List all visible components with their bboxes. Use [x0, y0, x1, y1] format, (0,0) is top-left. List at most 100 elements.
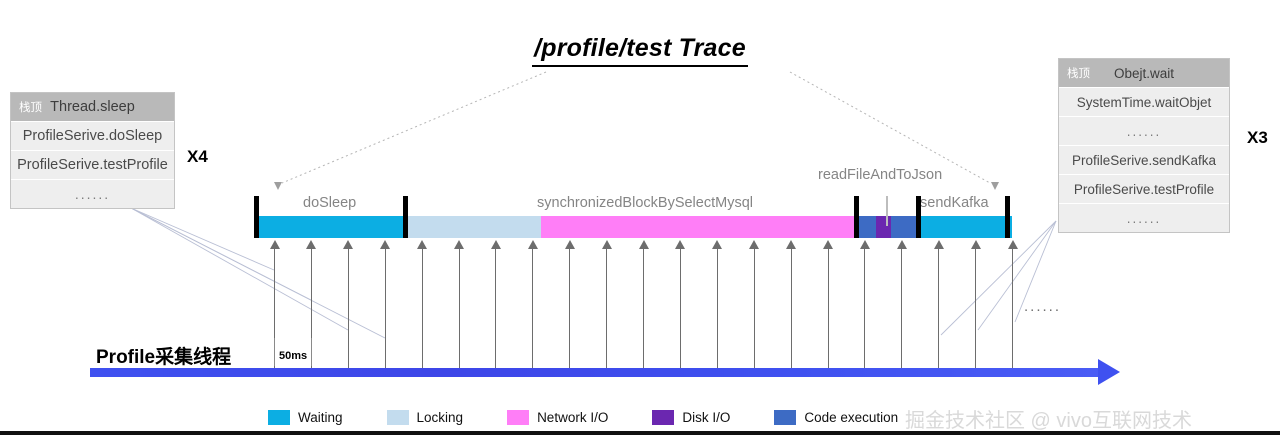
sampling-arrow-shaft — [458, 248, 460, 368]
stack-row-label: Thread.sleep — [50, 99, 135, 115]
legend-label: Network I/O — [537, 410, 609, 425]
legend-item: Network I/O — [507, 410, 608, 425]
sampling-arrow-head — [933, 240, 944, 249]
trace-tick — [916, 196, 921, 238]
stack-row-ellipsis: ...... — [1059, 117, 1229, 146]
sampling-arrow-shaft — [938, 248, 940, 368]
sampling-arrow-head — [638, 240, 649, 249]
sampling-arrow-head — [343, 240, 354, 249]
stack-row-top: 栈顶 Thread.sleep — [11, 93, 174, 122]
legend-item: Locking — [386, 410, 464, 425]
stack-row-ellipsis: ...... — [11, 180, 174, 208]
sampling-arrow-shaft — [827, 248, 829, 368]
sampling-arrow-head — [490, 240, 501, 249]
trace-tick — [1005, 196, 1010, 238]
page-title: /profile/test Trace — [0, 34, 1280, 67]
sampling-arrow-shaft — [1012, 248, 1013, 368]
stack-trace-box-left: 栈顶 Thread.sleep ProfileSerive.doSleep Pr… — [10, 92, 175, 209]
sampling-arrow-head — [527, 240, 538, 249]
sampling-arrow-shaft — [753, 248, 755, 368]
trace-tick — [254, 196, 259, 238]
sampling-arrow-shaft — [901, 248, 903, 368]
trace-segment-waiting[interactable] — [919, 216, 1012, 238]
sampling-arrow-head — [564, 240, 575, 249]
legend-swatch — [507, 410, 530, 425]
sampling-arrow-shaft — [274, 248, 275, 368]
sampling-arrow-shaft — [421, 248, 423, 368]
stack-right-multiplier: X3 — [1247, 128, 1268, 147]
legend-item: Disk I/O — [652, 410, 730, 425]
trace-segment-disk_io[interactable] — [876, 216, 891, 238]
legend: Waiting Locking Network I/O Disk I/O Code ex… — [268, 410, 942, 425]
sampling-arrow-head — [269, 240, 280, 249]
sampling-arrow-shaft — [569, 248, 571, 368]
gauge-line-right — [311, 338, 312, 366]
ellipsis-right: ...... — [1024, 298, 1062, 315]
segment-label: sendKafka — [920, 195, 989, 211]
trace-tick — [854, 196, 859, 238]
stack-trace-box-right: 栈顶 Obejt.wait SystemTime.waitObjet .....… — [1058, 58, 1230, 233]
sampling-arrow-shaft — [347, 248, 349, 368]
segment-label: doSleep — [303, 195, 357, 211]
segment-label: synchronizedBlockBySelectMysql — [537, 195, 753, 211]
stack-left-multiplier: X4 — [187, 147, 208, 166]
stack-top-tag: 栈顶 — [1067, 68, 1090, 80]
sampling-arrow-shaft — [679, 248, 681, 368]
trace-segment-network_io[interactable] — [541, 216, 857, 238]
legend-label: Locking — [416, 410, 464, 425]
bottom-rule — [0, 431, 1280, 435]
sampling-arrow-shaft — [975, 248, 977, 368]
stack-row-top: 栈顶 Obejt.wait — [1059, 59, 1229, 88]
legend-label: Disk I/O — [682, 410, 731, 425]
sampling-arrow-shaft — [384, 248, 386, 368]
stack-row: ProfileSerive.testProfile — [11, 151, 174, 180]
stack-row-label: ProfileSerive.testProfile — [17, 157, 168, 173]
stack-row-ellipsis: ...... — [1059, 204, 1229, 232]
stack-row-label: ...... — [74, 186, 111, 202]
sampling-interval-label: 50ms — [279, 350, 308, 362]
legend-item: Code execution — [774, 410, 898, 425]
sampling-arrow-head — [306, 240, 317, 249]
sampling-arrow-head — [712, 240, 723, 249]
stack-row: ProfileSerive.testProfile — [1059, 175, 1229, 204]
legend-label: Code execution — [804, 410, 899, 425]
page-title-text: /profile/test Trace — [532, 34, 748, 67]
stack-row: ProfileSerive.doSleep — [11, 122, 174, 151]
timeline-axis-arrowhead — [1098, 359, 1120, 385]
trace-timeline-bar[interactable] — [256, 216, 1012, 238]
sampling-arrow-head — [970, 240, 981, 249]
trace-segment-locking[interactable] — [404, 216, 541, 238]
stack-row-label: ...... — [1126, 123, 1162, 139]
legend-swatch — [652, 410, 675, 425]
stack-row: SystemTime.waitObjet — [1059, 88, 1229, 117]
watermark: 掘金技术社区 @ vivo互联网技术 — [905, 410, 1192, 432]
legend-swatch — [268, 410, 290, 425]
sampling-arrow-head — [786, 240, 797, 249]
trace-tick — [403, 196, 408, 238]
sampling-arrow-head — [601, 240, 612, 249]
stack-row-label: ...... — [1126, 210, 1162, 226]
sampling-arrow-shaft — [716, 248, 718, 368]
trace-segment-code_execution[interactable] — [857, 216, 876, 238]
sampling-arrow-head — [859, 240, 870, 249]
stack-row-label: ProfileSerive.doSleep — [22, 128, 163, 144]
trace-segment-waiting[interactable] — [256, 216, 404, 238]
sampling-arrow-shaft — [606, 248, 608, 368]
sampling-arrow-shaft — [790, 248, 792, 368]
sampling-arrow-head — [1007, 240, 1018, 249]
legend-item: Waiting — [268, 410, 343, 425]
legend-swatch — [774, 410, 797, 425]
stack-row-label: SystemTime.waitObjet — [1076, 94, 1212, 110]
trace-tick-thin — [886, 196, 888, 226]
stack-row-label: Obejt.wait — [1113, 65, 1175, 81]
sampling-arrow-head — [380, 240, 391, 249]
sampling-arrow-head — [749, 240, 760, 249]
sampling-arrow-head — [417, 240, 428, 249]
stack-top-tag: 栈顶 — [19, 102, 42, 114]
sampling-arrow-shaft — [310, 248, 312, 368]
stack-row-label: ProfileSerive.sendKafka — [1071, 152, 1217, 168]
sampling-arrow-head — [823, 240, 833, 249]
segment-label: readFileAndToJson — [818, 167, 943, 183]
gauge-line-left — [274, 338, 275, 366]
trace-segment-code_execution[interactable] — [891, 216, 919, 238]
